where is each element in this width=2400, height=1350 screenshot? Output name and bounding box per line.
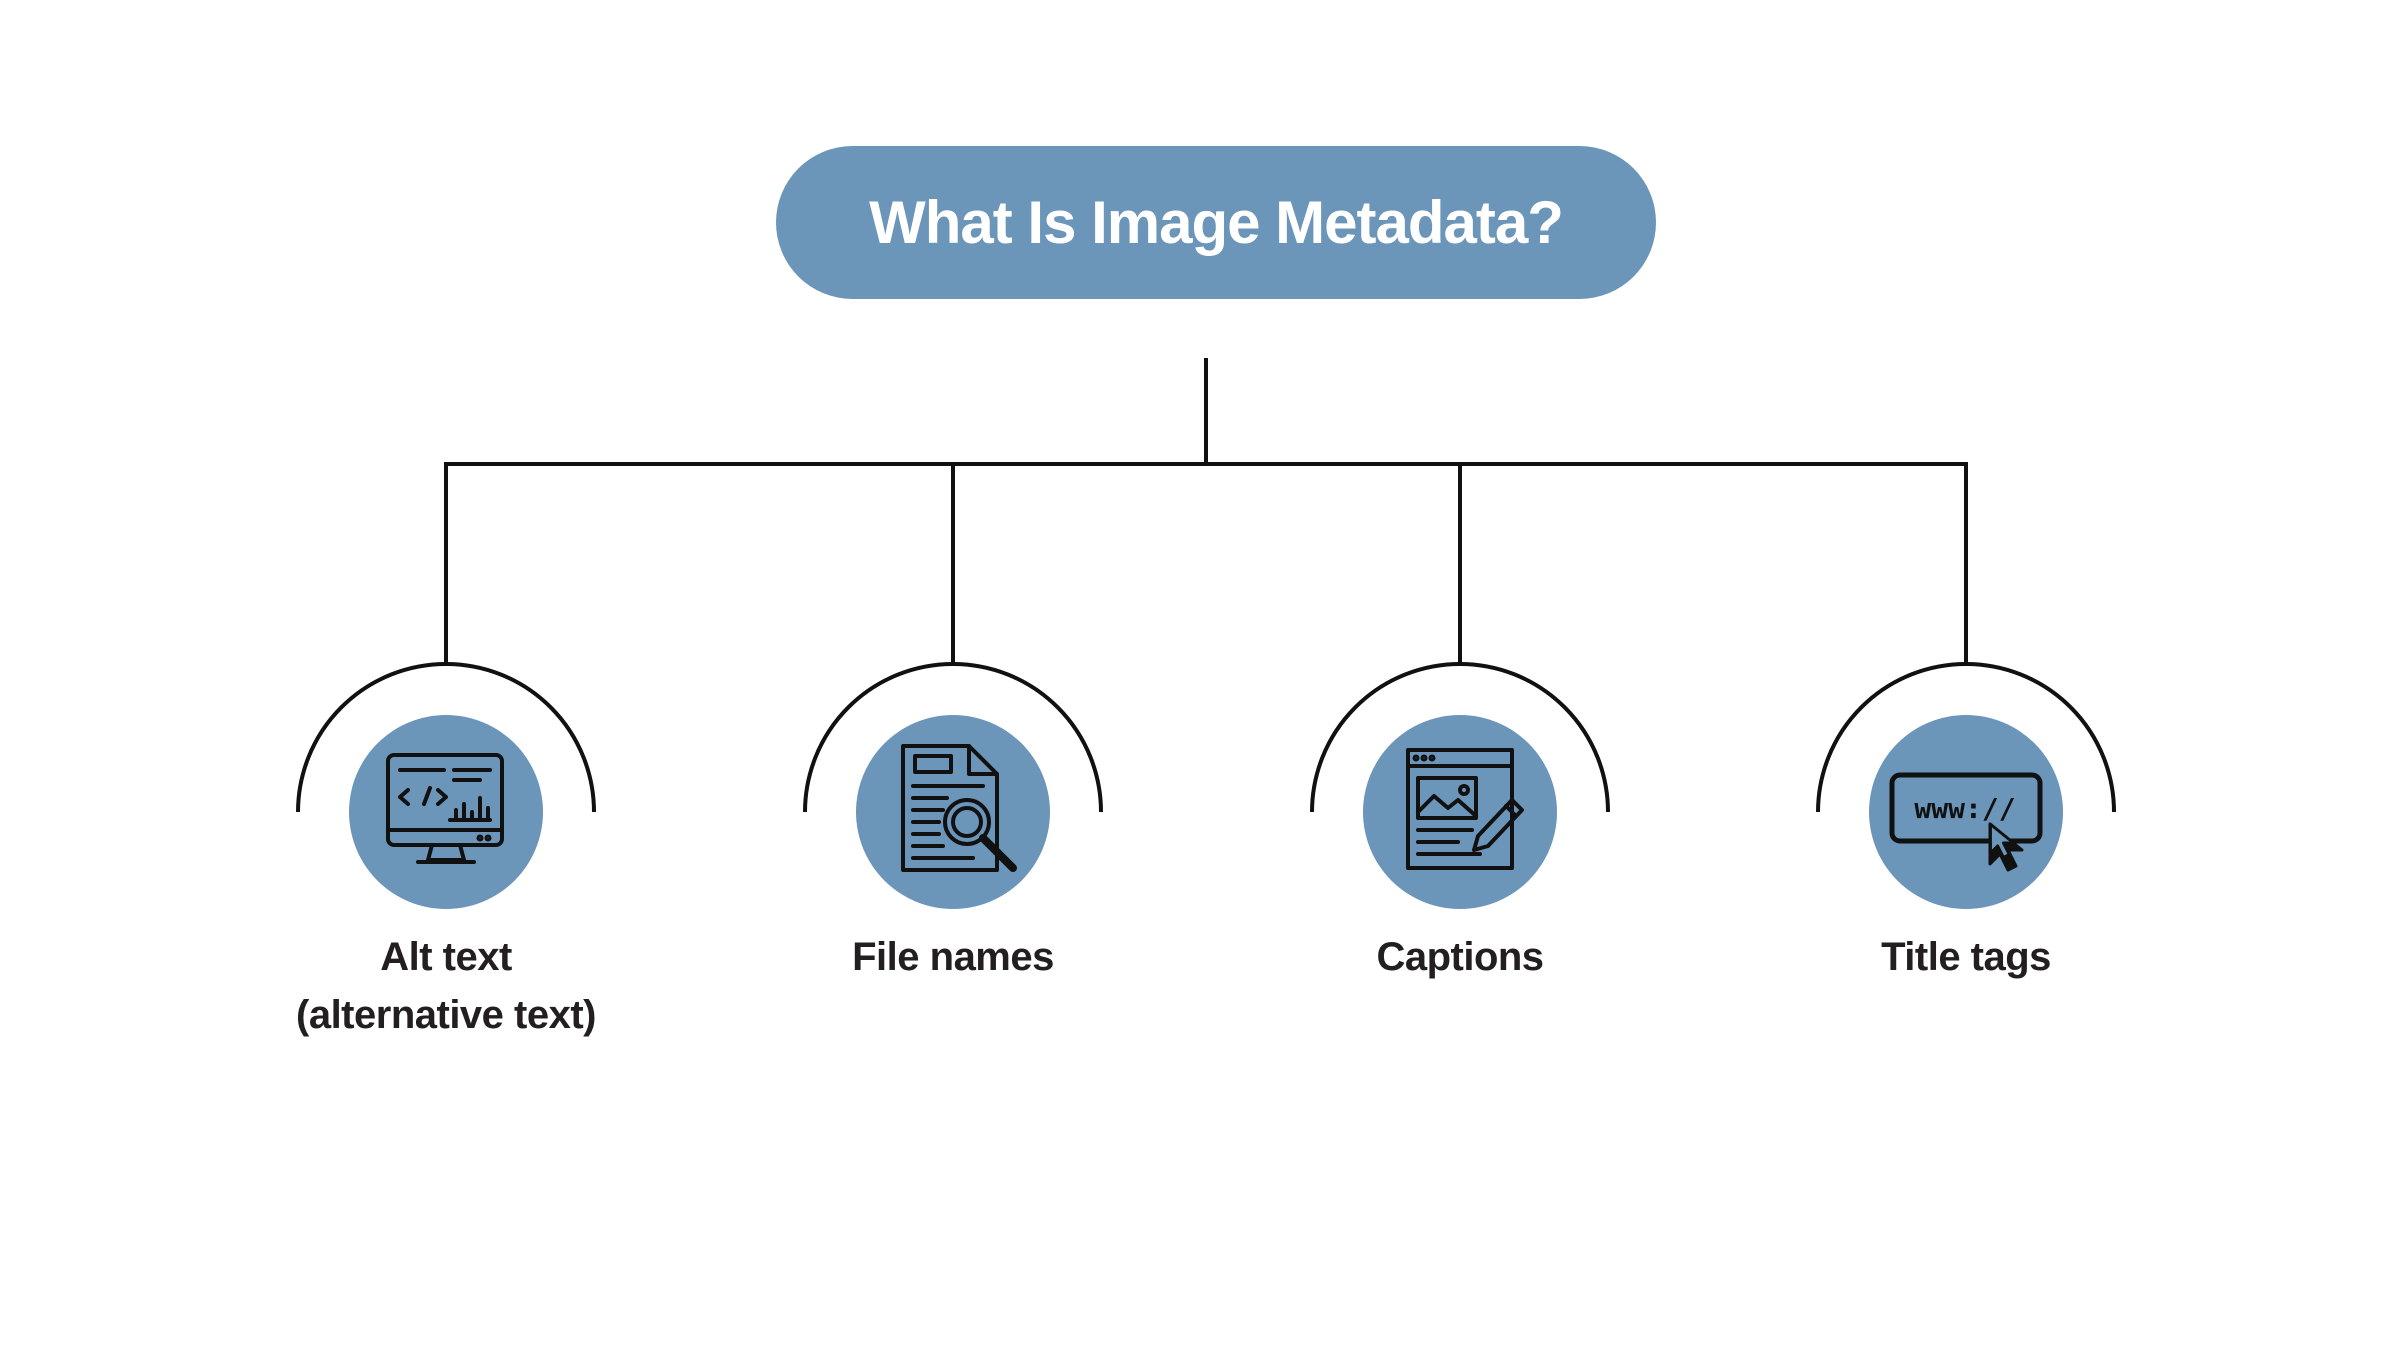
computer-code-monitor-icon	[386, 753, 504, 864]
alt-text-node	[349, 715, 543, 909]
label-alt-text-line2: (alternative text)	[296, 993, 596, 1037]
title-pill: What Is Image Metadata?	[776, 146, 1656, 299]
arc-4	[1816, 662, 2116, 813]
www-url-cursor-icon	[1889, 772, 2043, 872]
document-search-icon	[901, 744, 1017, 872]
arc-3	[1310, 662, 1610, 813]
label-captions: Captions	[1260, 928, 1660, 986]
label-title-tags-line1: Title tags	[1881, 935, 2051, 979]
title-tags-node: www://	[1869, 715, 2063, 909]
captions-node	[1363, 715, 1557, 909]
file-names-node	[856, 715, 1050, 909]
label-file-names: File names	[753, 928, 1153, 986]
label-alt-text: Alt text (alternative text)	[246, 928, 646, 1044]
arc-2	[803, 662, 1103, 813]
diagram-title: What Is Image Metadata?	[869, 189, 1564, 256]
label-file-names-line1: File names	[852, 935, 1054, 979]
icon-circle-1	[349, 715, 543, 909]
webpage-image-edit-icon	[1406, 748, 1524, 870]
icon-circle-3	[1363, 715, 1557, 909]
label-alt-text-line1: Alt text	[380, 935, 512, 979]
www-glyph: www://	[1914, 792, 2015, 825]
label-title-tags: Title tags	[1766, 928, 2166, 986]
label-captions-line1: Captions	[1376, 935, 1544, 979]
arc-1	[296, 662, 596, 813]
